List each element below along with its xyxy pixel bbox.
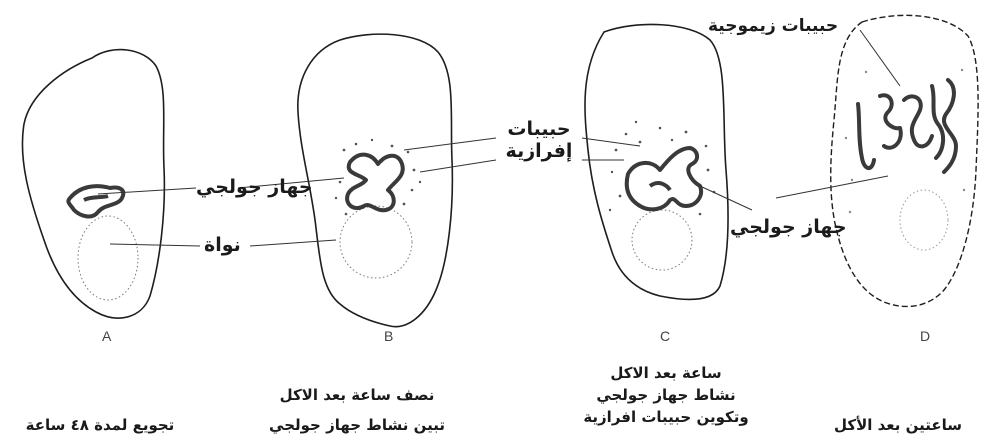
cell-a xyxy=(22,50,164,318)
label-golgi-a: جهاز جولجي xyxy=(196,176,313,198)
caption-c: ساعة بعد الاكل نشاط جهاز جولجي وتكوين حب… xyxy=(566,362,766,428)
cell-d-dots xyxy=(845,69,965,213)
cell-a-membrane xyxy=(22,50,164,318)
caption-a-line1: تجويع لمدة ٤٨ ساعة xyxy=(20,414,180,436)
label-golgi-cd: جهاز جولجي xyxy=(730,216,847,238)
label-secretory-granules-line1: حبيبات xyxy=(496,118,582,140)
caption-c-line2: نشاط جهاز جولجي xyxy=(566,384,766,406)
caption-c-line3: وتكوين حبيبات افرازية xyxy=(566,406,766,428)
cell-b-golgi xyxy=(347,155,403,211)
cell-c-membrane xyxy=(585,24,728,299)
cell-a-golgi xyxy=(68,186,123,216)
caption-b-line1: نصف ساعة بعد الاكل xyxy=(262,384,452,406)
caption-a: تجويع لمدة ٤٨ ساعة xyxy=(20,414,180,436)
cell-b-nucleus xyxy=(340,206,412,278)
panel-letter-a: A xyxy=(102,328,111,344)
cell-d xyxy=(831,15,978,306)
panel-letter-d: D xyxy=(920,328,930,344)
label-secretory-granules-line2: إفرازية xyxy=(496,140,582,162)
cell-d-nucleus xyxy=(900,190,948,250)
cell-c-golgi xyxy=(627,148,701,209)
cell-a-nucleus xyxy=(78,216,138,300)
cell-d-membrane xyxy=(831,15,978,306)
caption-d-line1: ساعتين بعد الأكل xyxy=(818,414,978,436)
panel-letter-c: C xyxy=(660,328,670,344)
label-secretory-granules: حبيبات إفرازية xyxy=(496,118,582,162)
cell-c-nucleus xyxy=(632,210,692,270)
panel-letter-b: B xyxy=(384,328,393,344)
caption-b: نصف ساعة بعد الاكل تبين نشاط جهاز جولجي xyxy=(262,384,452,436)
cell-d-zymogen-granules xyxy=(858,80,956,172)
caption-d: ساعتين بعد الأكل xyxy=(818,414,978,436)
label-zymogen-granules: حبيبات زيموجية xyxy=(708,16,838,36)
cell-c xyxy=(585,24,728,299)
caption-b-line2: تبين نشاط جهاز جولجي xyxy=(262,414,452,436)
caption-c-line1: ساعة بعد الاكل xyxy=(566,362,766,384)
label-nucleus: نواة xyxy=(204,234,241,256)
